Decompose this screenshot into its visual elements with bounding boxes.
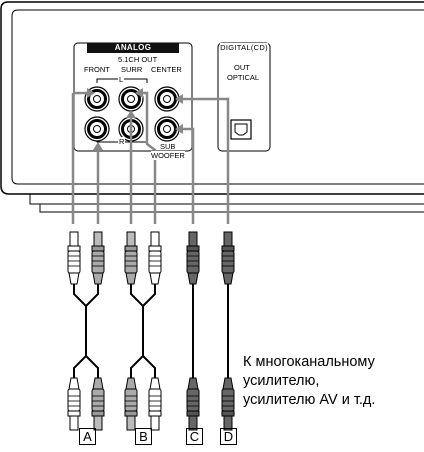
woofer-label: WOOFER [151, 151, 185, 160]
plug-b-bottom-left [124, 377, 138, 431]
analog-subheader: 5.1CH OUT [118, 55, 158, 64]
digital-out-label: OUT [234, 63, 250, 72]
plug-c-top [186, 231, 200, 285]
optical-jack [230, 119, 252, 140]
cable-label-b: B [135, 428, 152, 445]
plug-a-bottom-left [67, 377, 81, 431]
sub-label: SUB [160, 142, 176, 151]
l-label: L [118, 75, 125, 84]
surr-label: SURR [121, 65, 143, 74]
cable-label-c: C [186, 428, 203, 445]
digital-optical-label: OPTICAL [227, 73, 260, 82]
plug-d-top [221, 231, 235, 285]
plug-d-bottom [221, 377, 235, 431]
cable-label-a: A [79, 428, 96, 445]
note-line-1: К многоканальному [243, 354, 375, 370]
plug-a-top-right [91, 231, 105, 285]
plug-b-top-right [148, 231, 162, 285]
cables [71, 91, 230, 224]
analog-header: ANALOG [87, 43, 179, 53]
r-label: R [118, 137, 126, 146]
cable-label-d: D [220, 428, 237, 445]
plug-a-top-left [67, 231, 81, 285]
arrowheads [87, 88, 183, 150]
center-label: CENTER [151, 65, 182, 74]
device-rear-panel [0, 1, 424, 213]
note-line-2: усилителю, [243, 373, 320, 389]
plug-a-bottom-right [91, 377, 105, 431]
plug-c-bottom [186, 377, 200, 431]
cable-bodies [73, 284, 229, 378]
note-line-3: усилителю AV и т.д. [243, 392, 376, 408]
destination-note: К многоканальному усилителю, усилителю A… [243, 353, 375, 410]
plug-b-bottom-right [148, 377, 162, 431]
digital-header: DIGITAL(CD) [220, 43, 268, 53]
front-label: FRONT [84, 65, 110, 74]
plug-b-top-left [124, 231, 138, 285]
front-r-jack [84, 116, 110, 142]
